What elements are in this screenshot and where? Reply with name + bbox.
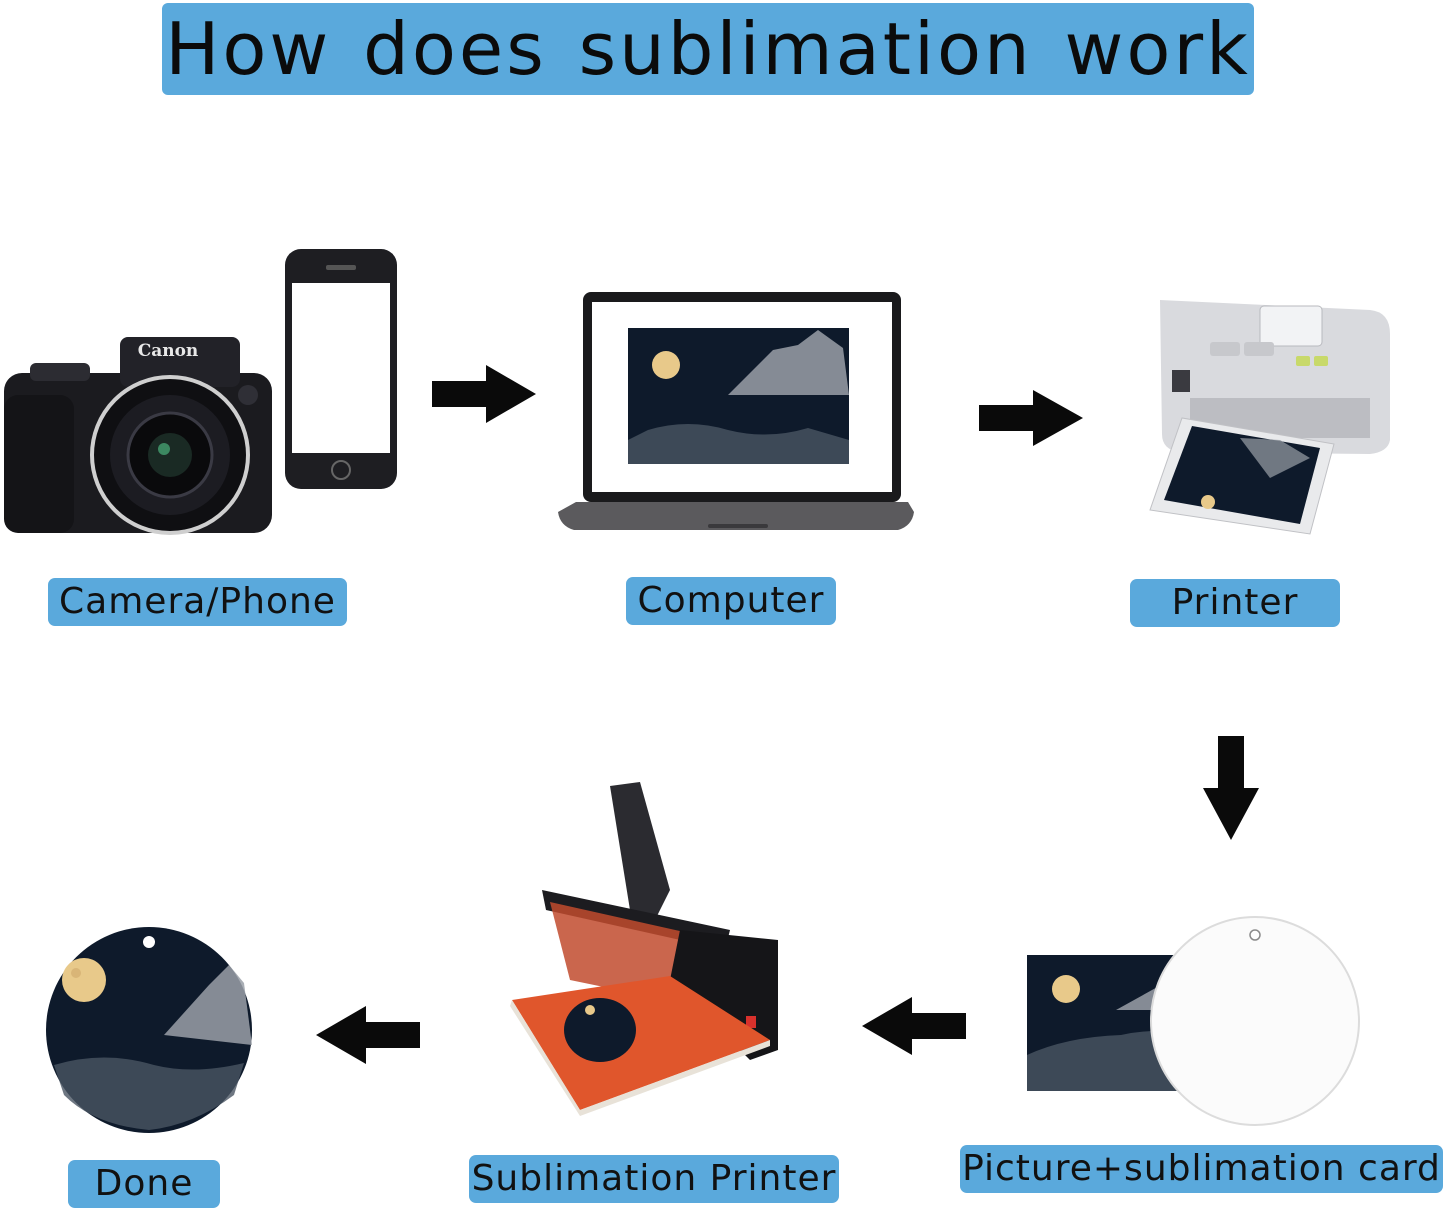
arrow-left-icon [316,1006,420,1064]
arrow-down-icon [1203,736,1259,840]
arrow-right-icon [432,365,536,423]
sublimation-printer-label: Sublimation Printer [469,1155,839,1203]
computer-illustration [558,292,914,530]
done-label: Done [68,1160,220,1208]
laptop-icon [558,292,914,530]
picture-card-label: Picture+sublimation card [960,1145,1443,1193]
arrow-left-icon [862,997,966,1055]
sublimation-card-icon [1150,916,1360,1126]
arrow-right-icon [979,390,1083,446]
heat-press-icon [510,782,778,1116]
printer-label: Printer [1130,579,1340,627]
page-title: How does sublimation work [162,3,1254,95]
printer-icon [1149,300,1390,535]
camera-phone-illustration: Canon [4,249,397,535]
computer-label: Computer [626,577,836,625]
phone-icon [285,249,397,489]
camera-phone-label: Camera/Phone [48,578,347,626]
picture-card-illustration [1027,916,1360,1126]
camera-icon: Canon [4,337,272,535]
printer-illustration [1149,300,1390,535]
camera-brand-text: Canon [138,341,199,361]
finished-ornament-icon [46,927,252,1133]
done-illustration [46,927,252,1133]
sublimation-printer-illustration [510,782,778,1116]
